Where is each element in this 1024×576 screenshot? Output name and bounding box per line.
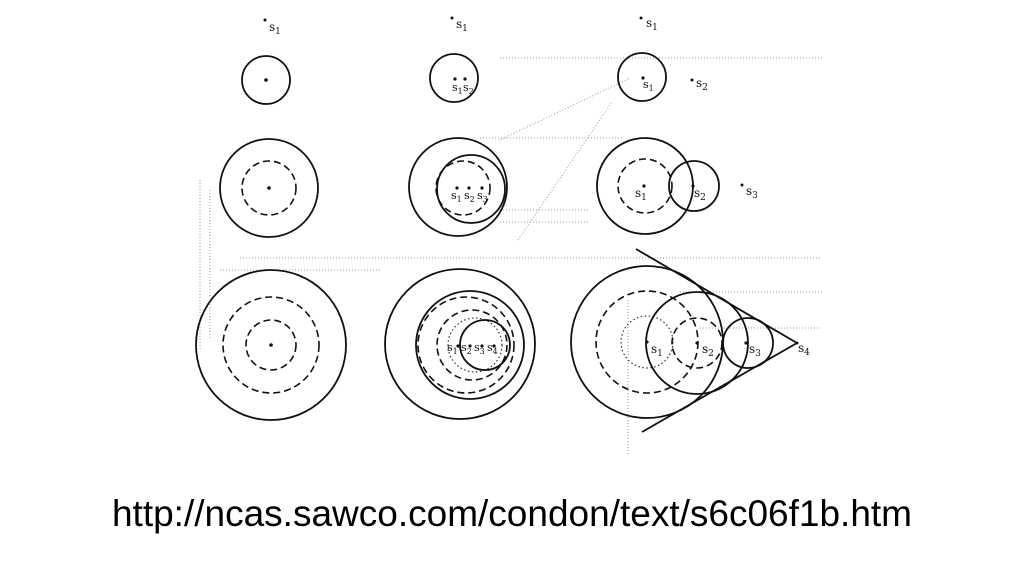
row-2-sonic: s1 s2 s3	[596, 137, 758, 235]
wave-circle	[447, 317, 503, 373]
wave-circle	[668, 160, 720, 212]
source-url-caption: http://ncas.sawco.com/condon/text/s6c06f…	[111, 493, 913, 534]
source-dot	[450, 16, 454, 20]
label-s1: s1	[269, 20, 281, 37]
wave-circle	[219, 138, 319, 238]
source-dot	[468, 344, 472, 348]
source-dot	[740, 183, 744, 187]
label-s3: s3	[477, 189, 488, 204]
label-s1: s1	[646, 16, 658, 33]
wave-circle	[245, 319, 297, 371]
source-dot	[690, 78, 694, 82]
label-s2: s2	[463, 81, 474, 96]
row-2-stationary	[219, 138, 319, 238]
wave-circle	[617, 52, 667, 102]
row-1-subsonic: s1 s1 s2	[429, 16, 479, 103]
source-dot	[492, 344, 496, 348]
label-s1: s1	[456, 17, 468, 34]
source-dot	[691, 184, 695, 188]
source-dot	[456, 344, 460, 348]
wave-circle	[222, 296, 320, 394]
source-dot	[639, 16, 643, 20]
source-dot	[463, 77, 467, 81]
source-dot	[467, 186, 471, 190]
label-s1: s1	[635, 186, 647, 203]
row-3-subsonic: s1 s2 s3 s4	[384, 268, 536, 420]
wave-circle	[435, 160, 491, 216]
wave-circle	[620, 315, 674, 369]
wave-circle	[408, 137, 508, 237]
row-3-stationary	[195, 269, 347, 421]
wave-circle	[241, 160, 297, 216]
source-dot	[264, 78, 268, 82]
wave-front-diagram: s1 s1 s1 s2 s1 s1 s2	[195, 16, 822, 455]
label-s2: s2	[461, 341, 472, 356]
source-dot	[269, 343, 273, 347]
wave-circle	[415, 290, 525, 400]
label-s2: s2	[702, 342, 714, 359]
source-dot	[744, 341, 748, 345]
wave-circle	[195, 269, 347, 421]
label-s1: s1	[451, 189, 462, 204]
wave-circle	[436, 309, 508, 381]
wave-circle	[436, 154, 506, 224]
wave-circle	[459, 319, 511, 371]
source-dot	[453, 77, 457, 81]
source-dot	[695, 341, 699, 345]
label-s2: s2	[464, 189, 475, 204]
mach-cone-lower	[641, 342, 798, 433]
label-s3: s3	[474, 341, 485, 356]
wave-circle	[671, 317, 723, 369]
label-s1: s1	[643, 78, 654, 93]
label-s4: s4	[798, 341, 810, 358]
row-2-subsonic: s1 s2 s3	[408, 137, 508, 237]
wave-circle	[384, 268, 536, 420]
source-dot	[795, 341, 799, 345]
label-s1: s1	[651, 342, 663, 359]
label-s2: s2	[694, 186, 706, 203]
source-dot	[455, 186, 459, 190]
source-dot	[642, 184, 646, 188]
label-s3: s3	[749, 342, 761, 359]
source-dot	[641, 76, 645, 80]
source-dot	[267, 186, 271, 190]
source-dot	[645, 340, 649, 344]
wave-circle	[241, 55, 291, 105]
source-dot	[263, 18, 267, 22]
label-s4: s4	[487, 341, 498, 356]
row-1-sonic: s1 s1 s2	[617, 16, 708, 102]
row-3-supersonic: s1 s2 s3 s4	[570, 248, 810, 433]
source-dot	[480, 186, 484, 190]
wave-circle	[617, 158, 673, 214]
label-s1: s1	[452, 81, 463, 96]
label-s2: s2	[696, 76, 708, 93]
row-1-stationary: s1	[241, 18, 291, 105]
source-dot	[480, 344, 484, 348]
wave-circle	[417, 296, 515, 394]
label-s3: s3	[746, 184, 758, 201]
label-s1: s1	[447, 341, 458, 356]
wave-circle	[722, 317, 774, 369]
wave-circle	[429, 53, 479, 103]
guide-lines	[199, 57, 822, 455]
